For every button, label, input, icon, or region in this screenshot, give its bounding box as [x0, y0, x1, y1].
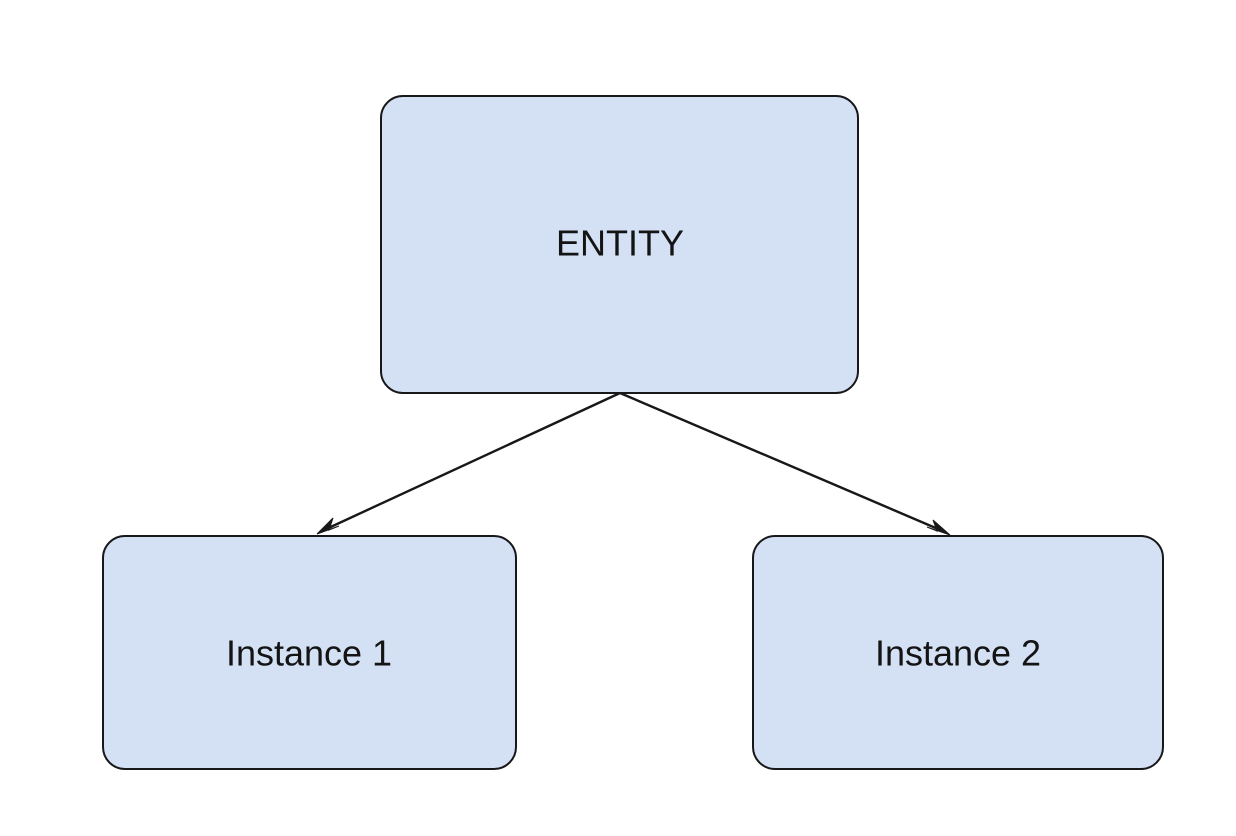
edge-entity-to-instance-1-line[interactable] — [321, 391, 621, 533]
instance-2-node[interactable]: Instance 2 — [752, 535, 1164, 770]
instance-1-node-shape[interactable] — [102, 535, 517, 770]
edge-entity-to-instance-2-line[interactable] — [619, 391, 946, 534]
edge-entity-to-instance-2[interactable] — [619, 391, 951, 536]
instance-1-node[interactable]: Instance 1 — [102, 535, 517, 770]
instance-2-node-shape[interactable] — [752, 535, 1164, 770]
entity-node-shape[interactable] — [380, 95, 859, 394]
edges-layer — [316, 391, 951, 536]
nodes-layer: ENTITY Instance 1 Instance 2 — [102, 95, 1164, 770]
entity-node-label: ENTITY — [556, 223, 684, 264]
edge-entity-to-instance-2-arrowhead — [926, 519, 951, 536]
instance-2-node-label: Instance 2 — [875, 633, 1041, 674]
edge-entity-to-instance-1-arrowhead — [316, 517, 340, 535]
entity-node[interactable]: ENTITY — [380, 95, 859, 394]
edge-entity-to-instance-1[interactable] — [316, 391, 621, 535]
instance-1-node-label: Instance 1 — [226, 633, 392, 674]
